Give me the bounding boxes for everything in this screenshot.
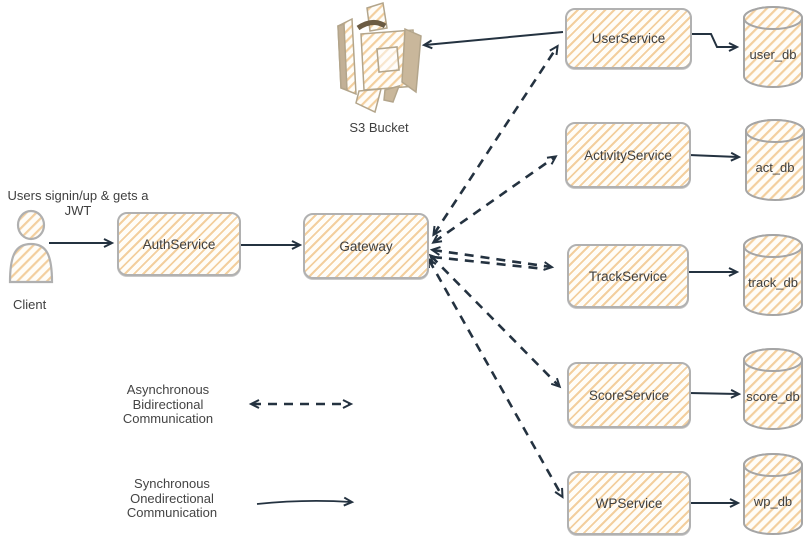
legend-sync-arrow	[256, 496, 355, 507]
node-userservice: UserService	[565, 8, 692, 69]
node-userservice-label: UserService	[591, 31, 666, 46]
client-label: Client	[13, 297, 47, 312]
db-track: track_db	[741, 231, 805, 324]
legend-sync-line2: Onedirectional	[130, 490, 214, 506]
arrow-userservice-userdb	[690, 33, 740, 52]
arrow-activityservice-actdb	[688, 151, 742, 162]
annotation-jwt-line2: JWT	[64, 203, 92, 218]
legend-async-line1: Asynchronous	[126, 382, 210, 397]
database-cylinder-icon	[743, 6, 803, 88]
annotation-jwt: Users signin/up & gets a JWT	[4, 188, 152, 218]
node-authservice-label: AuthService	[142, 236, 216, 252]
db-user-label: user_db	[749, 47, 797, 62]
db-user: user_db	[741, 3, 805, 96]
db-act: act_db	[743, 116, 806, 209]
db-score: score_db	[741, 345, 805, 438]
arrow-gateway-wpservice	[427, 257, 564, 499]
s3-bucket-icon	[337, 2, 422, 114]
s3-bucket-label: S3 Bucket	[349, 120, 409, 135]
node-authservice: AuthService	[117, 212, 241, 276]
database-cylinder-icon	[745, 119, 805, 201]
legend-sync-line1: Synchronous	[134, 476, 210, 491]
arrow-gateway-activityservice	[431, 155, 558, 244]
node-wpservice-label: WPService	[595, 495, 663, 511]
node-scoreservice: ScoreService	[567, 362, 691, 428]
db-wp-label: wp_db	[753, 494, 793, 509]
legend-async-label: Asynchronous Bidirectional Communication	[112, 382, 224, 427]
database-cylinder-icon	[743, 234, 803, 316]
annotation-jwt-line1: Users signin/up & gets a	[7, 188, 149, 203]
arrow-userservice-s3bucket	[421, 31, 564, 50]
arrow-gateway-scoreservice	[428, 253, 562, 389]
node-wpservice: WPService	[567, 471, 691, 535]
node-trackservice-label: TrackService	[588, 268, 668, 284]
arrow-gateway-userservice	[432, 44, 559, 237]
node-trackservice: TrackService	[567, 244, 689, 308]
db-act-label: act_db	[755, 160, 795, 175]
database-cylinder-icon	[743, 453, 803, 535]
node-activityservice: ActivityService	[565, 122, 691, 188]
legend-async-line3: Communication	[122, 411, 214, 426]
node-scoreservice-label: ScoreService	[588, 387, 670, 403]
db-track-label: track_db	[748, 275, 798, 290]
db-score-label: score_db	[746, 389, 800, 404]
node-gateway: Gateway	[303, 213, 429, 279]
legend-async-line2: Bidirectional	[132, 396, 204, 412]
legend-sync-label: Synchronous Onedirectional Communication	[116, 476, 228, 521]
legend-sync-line3: Communication	[126, 505, 218, 520]
arrow-scoreservice-scoredb	[688, 388, 742, 399]
database-cylinder-icon	[743, 348, 803, 430]
db-wp: wp_db	[741, 450, 805, 543]
client-person-icon	[8, 209, 54, 284]
node-activityservice-label: ActivityService	[584, 147, 672, 163]
node-gateway-label: Gateway	[339, 238, 393, 254]
